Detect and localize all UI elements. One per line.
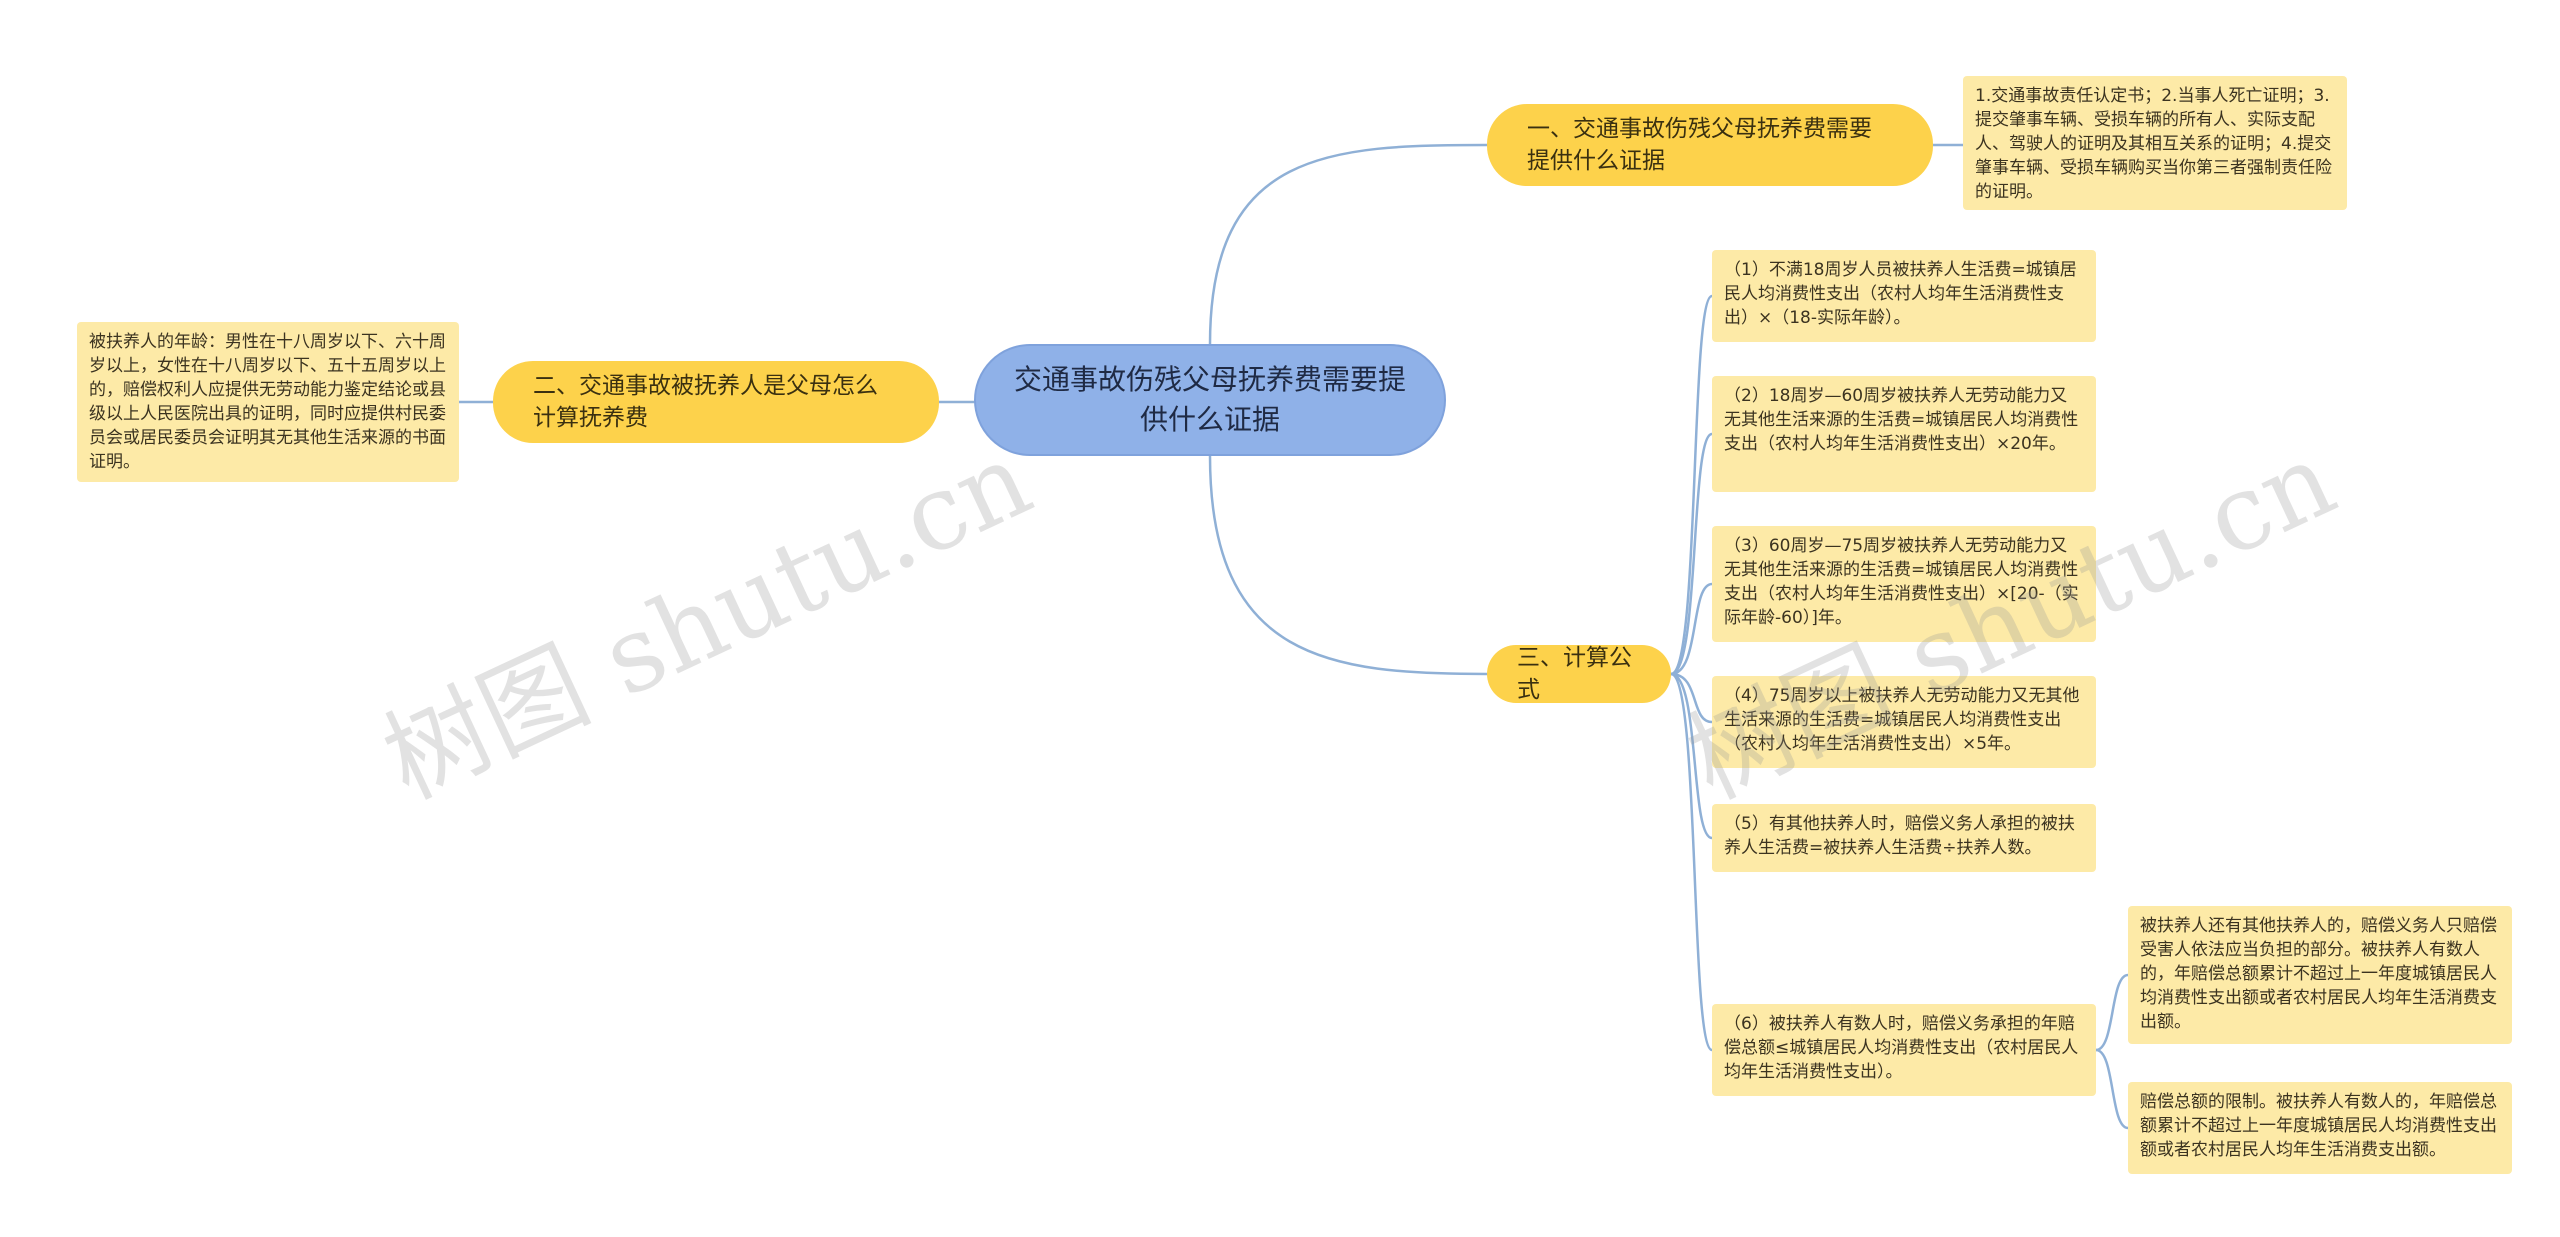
formula-text: 赔偿总额的限制。被扶养人有数人的，年赔偿总额累计不超过上一年度城镇居民人均消费性… <box>2140 1092 2497 1160</box>
branch-label: 二、交通事故被抚养人是父母怎么计算抚养费 <box>533 373 878 431</box>
formula-item-1[interactable]: （1）不满18周岁人员被扶养人生活费=城镇居民人均消费性支出（农村人均年生活消费… <box>1712 250 2096 342</box>
link-branch3-item2 <box>1669 432 1714 676</box>
formula-item-5[interactable]: （5）有其他扶养人时，赔偿义务人承担的被扶养人生活费=被扶养人生活费÷扶养人数。 <box>1712 804 2096 872</box>
formula-text: （4）75周岁以上被扶养人无劳动能力又无其他生活来源的生活费=城镇居民人均消费性… <box>1724 686 2080 754</box>
formula-item-2[interactable]: （2）18周岁—60周岁被扶养人无劳动能力又无其他生活来源的生活费=城镇居民人均… <box>1712 376 2096 492</box>
note-dependent-age[interactable]: 被扶养人的年龄：男性在十八周岁以下、六十周岁以上，女性在十八周岁以下、五十五周岁… <box>77 322 459 482</box>
link-root-branch1 <box>1208 143 1489 346</box>
note-text: 1.交通事故责任认定书；2.当事人死亡证明；3.提交肇事车辆、受损车辆的所有人、… <box>1975 86 2332 202</box>
link-branch3-item5 <box>1669 672 1714 840</box>
link-item6-sub1 <box>2094 973 2130 1052</box>
note-text: 被扶养人的年龄：男性在十八周岁以下、六十周岁以上，女性在十八周岁以下、五十五周岁… <box>89 332 446 472</box>
link-item6-sub2 <box>2094 1048 2130 1130</box>
branch-label: 一、交通事故伤残父母抚养费需要提供什么证据 <box>1527 116 1872 174</box>
formula-text: （5）有其他扶养人时，赔偿义务人承担的被扶养人生活费=被扶养人生活费÷扶养人数。 <box>1724 814 2075 858</box>
formula-text: （1）不满18周岁人员被扶养人生活费=城镇居民人均消费性支出（农村人均年生活消费… <box>1724 260 2077 328</box>
formula-item-6[interactable]: （6）被扶养人有数人时，赔偿义务承担的年赔偿总额≤城镇居民人均消费性支出（农村居… <box>1712 1004 2096 1096</box>
link-branch3-item6 <box>1669 672 1714 1052</box>
root-topic[interactable]: 交通事故伤残父母抚养费需要提供什么证据 <box>974 344 1446 456</box>
link-root-branch3 <box>1208 454 1489 676</box>
formula-text: （6）被扶养人有数人时，赔偿义务承担的年赔偿总额≤城镇居民人均消费性支出（农村居… <box>1724 1014 2079 1082</box>
branch-formulas[interactable]: 三、计算公式 <box>1487 645 1671 703</box>
branch-required-evidence[interactable]: 一、交通事故伤残父母抚养费需要提供什么证据 <box>1487 104 1933 186</box>
link-branch3-item4 <box>1669 672 1714 724</box>
formula-text: （2）18周岁—60周岁被扶养人无劳动能力又无其他生活来源的生活费=城镇居民人均… <box>1724 386 2079 454</box>
note-evidence-list[interactable]: 1.交通事故责任认定书；2.当事人死亡证明；3.提交肇事车辆、受损车辆的所有人、… <box>1963 76 2347 210</box>
formula-sub-item-1[interactable]: 被扶养人还有其他扶养人的，赔偿义务人只赔偿受害人依法应当负担的部分。被扶养人有数… <box>2128 906 2512 1044</box>
formula-sub-item-2[interactable]: 赔偿总额的限制。被扶养人有数人的，年赔偿总额累计不超过上一年度城镇居民人均消费性… <box>2128 1082 2512 1174</box>
formula-text: 被扶养人还有其他扶养人的，赔偿义务人只赔偿受害人依法应当负担的部分。被扶养人有数… <box>2140 916 2497 1032</box>
formula-item-3[interactable]: （3）60周岁—75周岁被扶养人无劳动能力又无其他生活来源的生活费=城镇居民人均… <box>1712 526 2096 642</box>
link-branch3-item1 <box>1669 294 1714 676</box>
formula-text: （3）60周岁—75周岁被扶养人无劳动能力又无其他生活来源的生活费=城镇居民人均… <box>1724 536 2079 628</box>
root-topic-label: 交通事故伤残父母抚养费需要提供什么证据 <box>1013 363 1406 436</box>
formula-item-4[interactable]: （4）75周岁以上被扶养人无劳动能力又无其他生活来源的生活费=城镇居民人均消费性… <box>1712 676 2096 768</box>
branch-parent-support-calculation[interactable]: 二、交通事故被抚养人是父母怎么计算抚养费 <box>493 361 939 443</box>
link-branch3-item3 <box>1669 582 1714 676</box>
branch-label: 三、计算公式 <box>1517 645 1632 703</box>
